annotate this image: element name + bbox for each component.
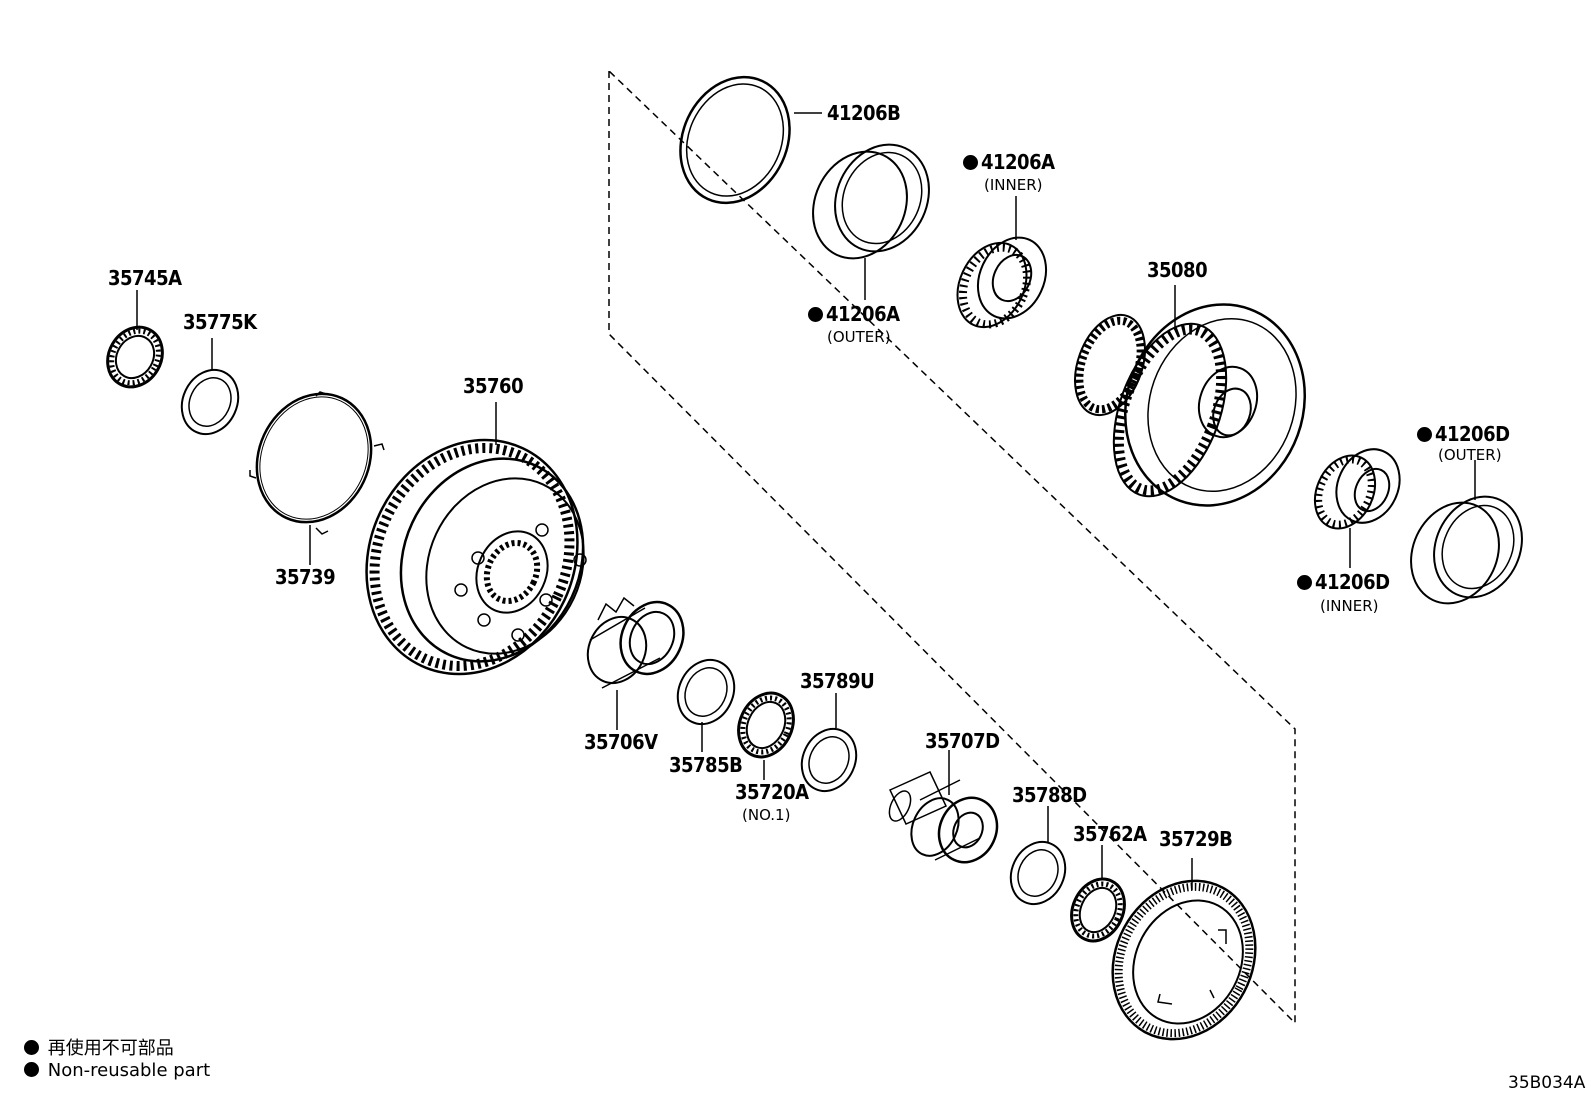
part-label-35707D: 35707D xyxy=(925,729,1000,753)
thrust-washer-35775K xyxy=(180,338,240,436)
gear-35707D xyxy=(888,750,999,864)
bearing-inner-cone-41206D xyxy=(1313,448,1401,568)
non-reusable-dot-icon xyxy=(24,1062,39,1077)
thrust-washer-35788D xyxy=(1009,806,1067,906)
part-label-41206B: 41206B xyxy=(827,101,901,125)
drive-gear-35729B xyxy=(1111,858,1257,1041)
roller-bearing-35706V xyxy=(586,596,685,730)
legend-japanese: 再使用不可部品 xyxy=(24,1034,174,1060)
legend-english: Non-reusable part xyxy=(24,1060,210,1081)
part-label-35706V: 35706V xyxy=(584,730,658,754)
part-number: 41206A xyxy=(981,150,1055,174)
part-label-41206A-outer: 41206A xyxy=(808,302,900,326)
counter-gear-shaft-35080 xyxy=(1074,285,1307,507)
part-number: 41206D xyxy=(1315,570,1390,594)
part-label-35745A: 35745A xyxy=(108,266,182,290)
part-label-35788D: 35788D xyxy=(1012,783,1087,807)
snap-ring-35739 xyxy=(249,391,385,565)
part-label-35729B: 35729B xyxy=(1159,827,1233,851)
part-label-35775K: 35775K xyxy=(183,310,257,334)
bearing-inner-cone-41206A xyxy=(956,196,1048,329)
legend-text: Non-reusable part xyxy=(47,1060,211,1081)
part-label-41206D-outer: 41206D xyxy=(1417,422,1510,446)
part-label-35785B: 35785B xyxy=(669,753,743,777)
diagram-code: 35B034A xyxy=(1508,1073,1586,1093)
thrust-washer-35789U xyxy=(800,693,858,793)
part-note-35720A: (NO.1) xyxy=(742,806,791,824)
part-note-41206A-outer: (OUTER) xyxy=(827,328,891,346)
part-number: 41206A xyxy=(826,302,900,326)
part-label-41206A-inner: 41206A xyxy=(963,150,1055,174)
part-note-41206A-inner: (INNER) xyxy=(984,176,1043,194)
non-reusable-dot-icon xyxy=(1297,575,1312,590)
bearing-outer-race-41206A xyxy=(812,143,930,300)
non-reusable-dot-icon xyxy=(24,1040,39,1055)
part-label-35080: 35080 xyxy=(1147,258,1208,282)
legend-text: 再使用不可部品 xyxy=(47,1038,174,1059)
part-note-41206D-outer: (OUTER) xyxy=(1438,446,1502,464)
part-label-35739: 35739 xyxy=(275,565,336,589)
part-label-41206D-inner: 41206D xyxy=(1297,570,1390,594)
part-number: 41206D xyxy=(1435,422,1510,446)
part-label-35760: 35760 xyxy=(463,374,524,398)
planetary-gear-35760 xyxy=(365,402,587,676)
needle-bearing-35745A xyxy=(106,290,164,389)
non-reusable-dot-icon xyxy=(963,155,978,170)
part-note-41206D-inner: (INNER) xyxy=(1320,597,1379,615)
retaining-ring-41206B xyxy=(679,75,822,205)
part-label-35720A: 35720A xyxy=(735,780,809,804)
part-label-35789U: 35789U xyxy=(800,669,875,693)
thrust-washer-35785B xyxy=(676,658,736,752)
part-label-35762A: 35762A xyxy=(1073,822,1147,846)
non-reusable-dot-icon xyxy=(1417,427,1432,442)
needle-bearing-35762A xyxy=(1070,845,1126,943)
needle-bearing-35720A xyxy=(737,691,795,780)
non-reusable-dot-icon xyxy=(808,307,823,322)
bearing-outer-race-41206D xyxy=(1410,460,1523,605)
